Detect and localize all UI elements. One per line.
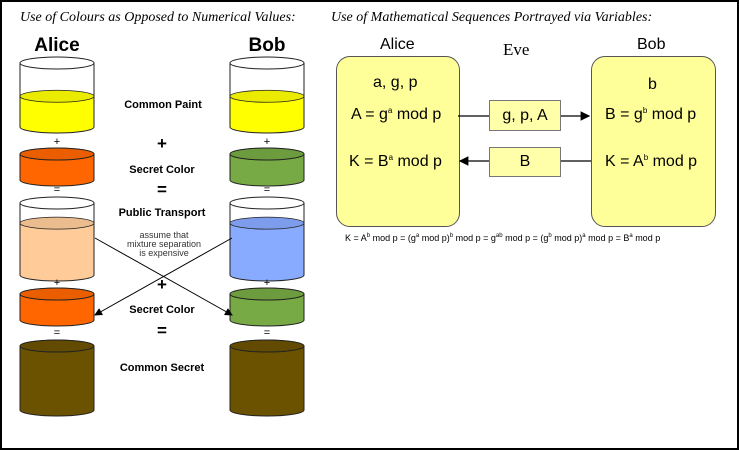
bob-secret-color-cup-2 [229, 287, 305, 327]
note-line-1: assume that [139, 230, 189, 240]
bob-equals-2: = [264, 327, 270, 339]
bob-box [591, 56, 716, 227]
arrow-bob-to-alice [94, 237, 233, 316]
equation-exponent: a [629, 233, 633, 239]
paint-bob-name: Bob [249, 35, 286, 56]
alice-plus-2: + [54, 277, 60, 289]
left-caption: Use of Colours as Opposed to Numerical V… [20, 10, 296, 25]
common-secret-label: Common Secret [120, 362, 205, 374]
alice-equals-2: = [54, 327, 60, 339]
alice-common-secret-cup [19, 339, 95, 417]
math-alice-name: Alice [380, 36, 415, 53]
bob-plus-1: + [264, 136, 270, 148]
note-line-3: is expensive [139, 248, 189, 258]
bob-param: b [648, 76, 657, 93]
bob-secret-color-cup [229, 147, 305, 187]
equation-term: mod p [632, 233, 661, 243]
equation-exponent: b [366, 233, 371, 239]
bob-common-secret-cup [229, 339, 305, 417]
paint-mixing-diagram: Alice Bob Common Paint + Secret Color = … [19, 35, 305, 417]
equation-term: mod p = B [585, 233, 630, 243]
equation-term: mod p = (g [502, 233, 549, 243]
paint-alice-name: Alice [34, 35, 79, 56]
alice-public-key: A = ga mod p [351, 106, 442, 123]
equation-exponent: b [449, 233, 454, 239]
alice-mixture-cup [19, 196, 95, 282]
equation-term: mod p) [419, 233, 450, 243]
equals-center-2: = [157, 321, 167, 340]
alice-equals-1: = [54, 184, 60, 196]
alice-common-paint-cup [19, 56, 95, 134]
secret-color-label-1: Secret Color [129, 164, 195, 176]
message-to-bob: g, p, A [489, 100, 561, 131]
alice-secret-color-cup-2 [19, 287, 95, 327]
bob-plus-2: + [264, 277, 270, 289]
common-paint-label: Common Paint [124, 99, 202, 111]
alice-shared-key: K = Ba mod p [349, 153, 442, 170]
bob-common-paint-cup [229, 56, 305, 134]
bob-public-key: B = gb mod p [605, 106, 697, 123]
math-bob-name: Bob [637, 36, 666, 53]
equals-center-1: = [157, 180, 167, 199]
message-to-alice: B [489, 147, 561, 177]
equation-exponent: a [415, 233, 420, 239]
equation-term: K = A [345, 233, 367, 243]
secret-color-label-2: Secret Color [129, 304, 195, 316]
equation-term: mod p) [551, 233, 583, 243]
alice-box [336, 56, 460, 227]
shared-key-equation: K = Ab mod p = (ga mod p)b mod p = gab m… [345, 233, 660, 243]
plus-center-2: + [157, 275, 167, 294]
alice-plus-1: + [54, 136, 60, 148]
equation-exponent: ab [495, 233, 503, 239]
bob-equals-1: = [264, 184, 270, 196]
alice-params: a, g, p [373, 74, 418, 91]
math-eve-name: Eve [503, 40, 530, 59]
note-line-2: mixture separation [127, 239, 201, 249]
equation-exponent: b [548, 233, 552, 239]
equation-term: mod p = (g [370, 233, 416, 243]
alice-secret-color-cup [19, 147, 95, 187]
equation-term: mod p = g [453, 233, 496, 243]
public-transport-label: Public Transport [119, 207, 206, 219]
plus-center-1: + [157, 134, 167, 153]
bob-shared-key: K = Ab mod p [605, 153, 698, 170]
equation-exponent: a [582, 233, 586, 239]
right-caption: Use of Mathematical Sequences Portrayed … [331, 10, 653, 25]
bob-mixture-cup [229, 196, 305, 282]
